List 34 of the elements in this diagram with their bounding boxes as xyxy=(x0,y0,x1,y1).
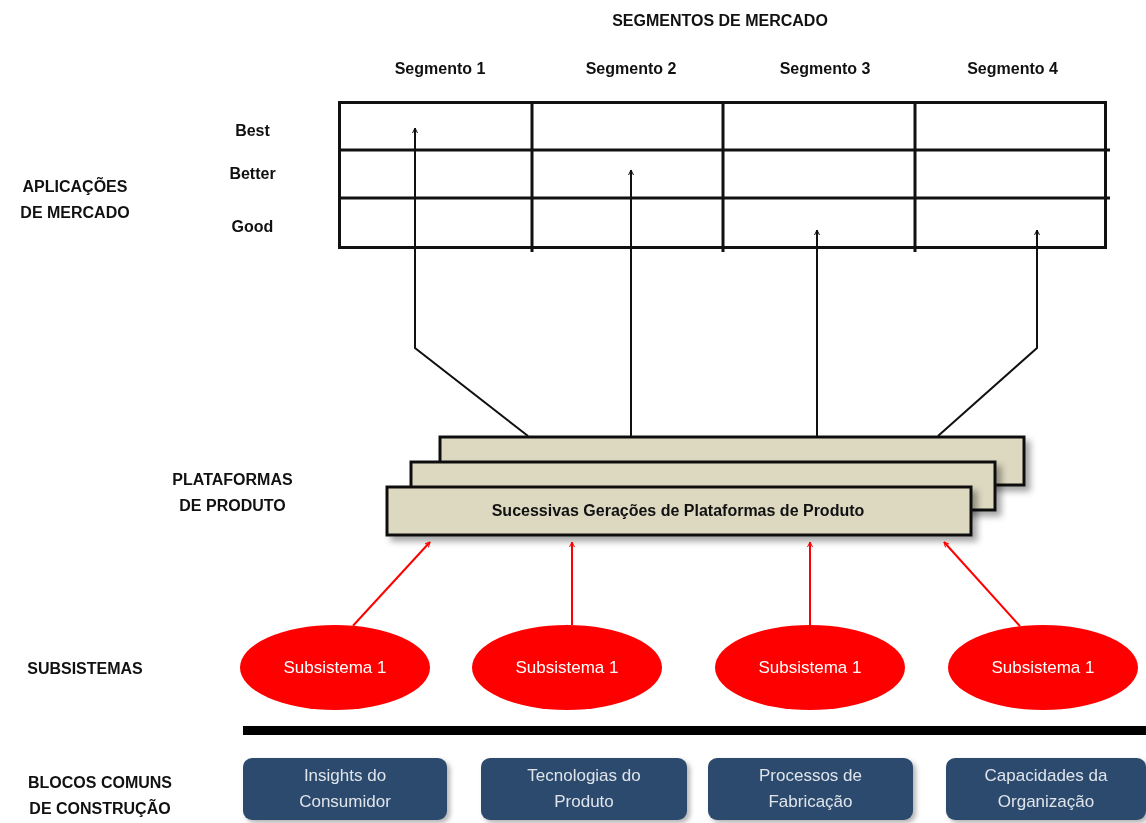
building-block-label: Insights do Consumidor xyxy=(298,765,392,813)
axis-label: APLICAÇÕES DE MERCADO xyxy=(19,176,131,223)
axis-label: Better xyxy=(228,164,277,184)
building-block-label: Capacidades da Organização xyxy=(983,765,1109,813)
arrow xyxy=(628,169,634,437)
arrow xyxy=(412,127,529,437)
building-block-box xyxy=(243,758,447,820)
building-block-box xyxy=(946,758,1146,820)
building-block-box xyxy=(481,758,687,820)
building-block-label: Tecnologias do Produto xyxy=(526,765,642,813)
axis-label: BLOCOS COMUNS DE CONSTRUÇÃO xyxy=(27,773,173,819)
building-block-box xyxy=(708,758,913,820)
axis-label: Segmento 3 xyxy=(778,59,872,79)
arrow xyxy=(937,229,1040,437)
axis-label: Segmento 1 xyxy=(393,59,487,79)
diagram-title: SEGMENTOS DE MERCADO xyxy=(611,12,829,30)
arrow xyxy=(814,229,820,437)
platform-label: Sucessivas Gerações de Plataformas de Produto xyxy=(490,501,866,521)
axis-label: Segmento 4 xyxy=(966,59,1059,79)
arrow xyxy=(352,541,431,627)
building-block-label: Processos de Fabricação xyxy=(758,765,863,813)
axis-label: SUBSISTEMAS xyxy=(26,659,144,679)
subsystem-label: Subsistema 1 xyxy=(283,657,387,678)
subsystem-label: Subsistema 1 xyxy=(515,657,619,678)
axis-label: PLATAFORMAS DE PRODUTO xyxy=(171,470,294,516)
arrow xyxy=(569,541,575,627)
segment-table xyxy=(338,101,1107,249)
subsystem-label: Subsistema 1 xyxy=(758,657,862,678)
axis-label: Good xyxy=(230,217,275,237)
arrow xyxy=(943,541,1021,628)
axis-label: Segmento 2 xyxy=(584,59,678,79)
arrow xyxy=(807,541,813,626)
axis-label: Best xyxy=(234,121,271,141)
subsystem-label: Subsistema 1 xyxy=(991,657,1095,678)
